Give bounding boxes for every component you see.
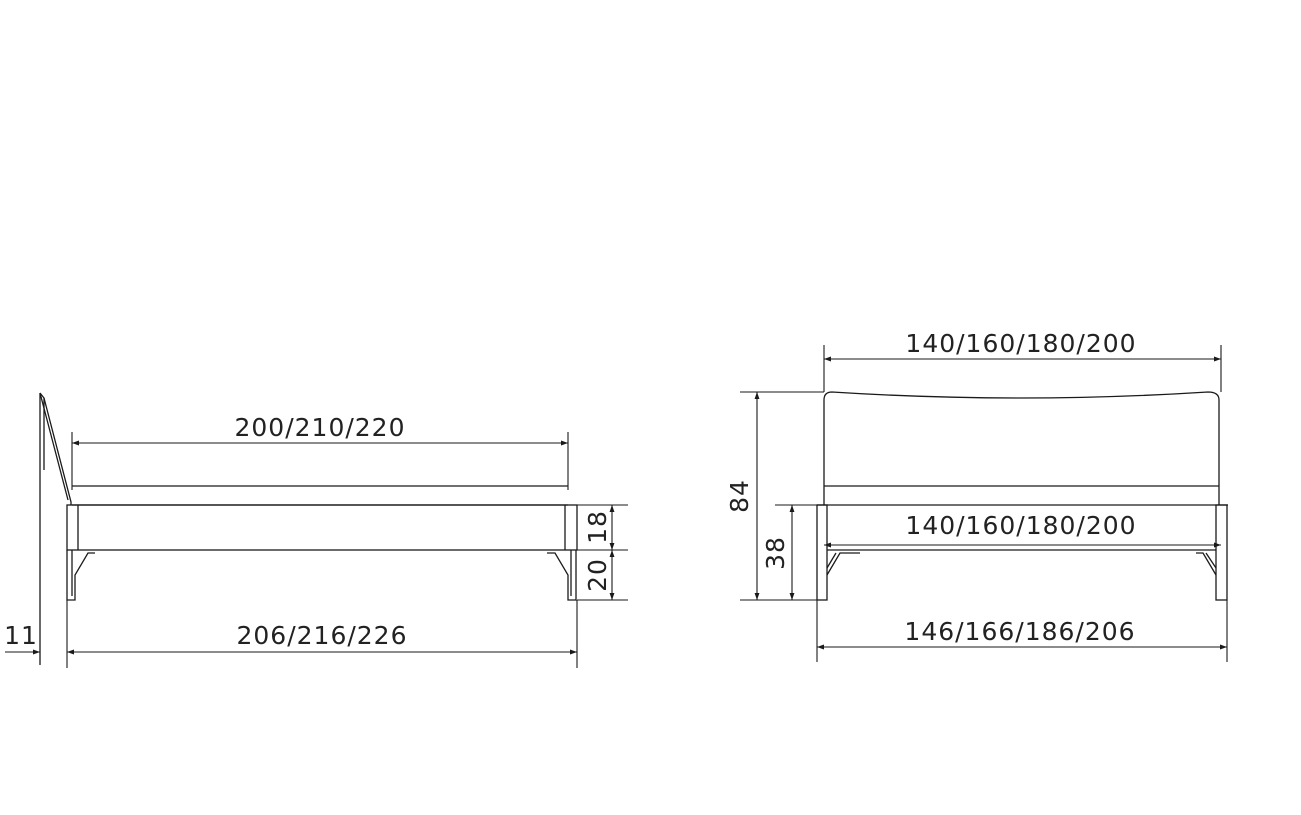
overall-width-label: 146/166/186/206 <box>904 617 1135 646</box>
frame-height-label: 18 <box>583 510 612 544</box>
overall-length-label: 206/216/226 <box>237 621 408 650</box>
dim-frame-top-height: 38 <box>761 504 817 600</box>
leg-height-label: 20 <box>583 558 612 592</box>
front-legs <box>826 552 1217 576</box>
mattress-length-label: 200/210/220 <box>235 413 406 442</box>
front-frame <box>816 485 1228 601</box>
frame-top-height-label: 38 <box>761 536 790 570</box>
dim-overall-length: 206/216/226 <box>66 600 578 668</box>
side-view: 200/210/220 206/216/226 11 18 20 <box>4 392 628 668</box>
inner-width-label: 140/160/180/200 <box>905 511 1136 540</box>
side-headboard <box>39 392 72 665</box>
dim-frame-leg-height: 18 20 <box>577 504 628 601</box>
dim-headboard-width: 140/160/180/200 <box>823 329 1222 392</box>
side-frame <box>66 504 578 551</box>
headboard-width-label: 140/160/180/200 <box>905 329 1136 358</box>
dim-headboard-offset: 11 <box>4 621 90 655</box>
side-legs <box>66 550 577 601</box>
dim-total-height: 84 <box>725 391 824 601</box>
front-headboard <box>823 391 1220 505</box>
total-height-label: 84 <box>725 479 754 513</box>
dim-inner-width: 140/160/180/200 <box>824 511 1221 548</box>
headboard-offset-label: 11 <box>4 621 38 650</box>
side-mattress <box>72 485 568 506</box>
dim-mattress-length: 200/210/220 <box>71 413 569 490</box>
dim-overall-width: 146/166/186/206 <box>816 600 1228 662</box>
front-view: 140/160/180/200 140/160/180/200 146/166/… <box>725 329 1228 662</box>
